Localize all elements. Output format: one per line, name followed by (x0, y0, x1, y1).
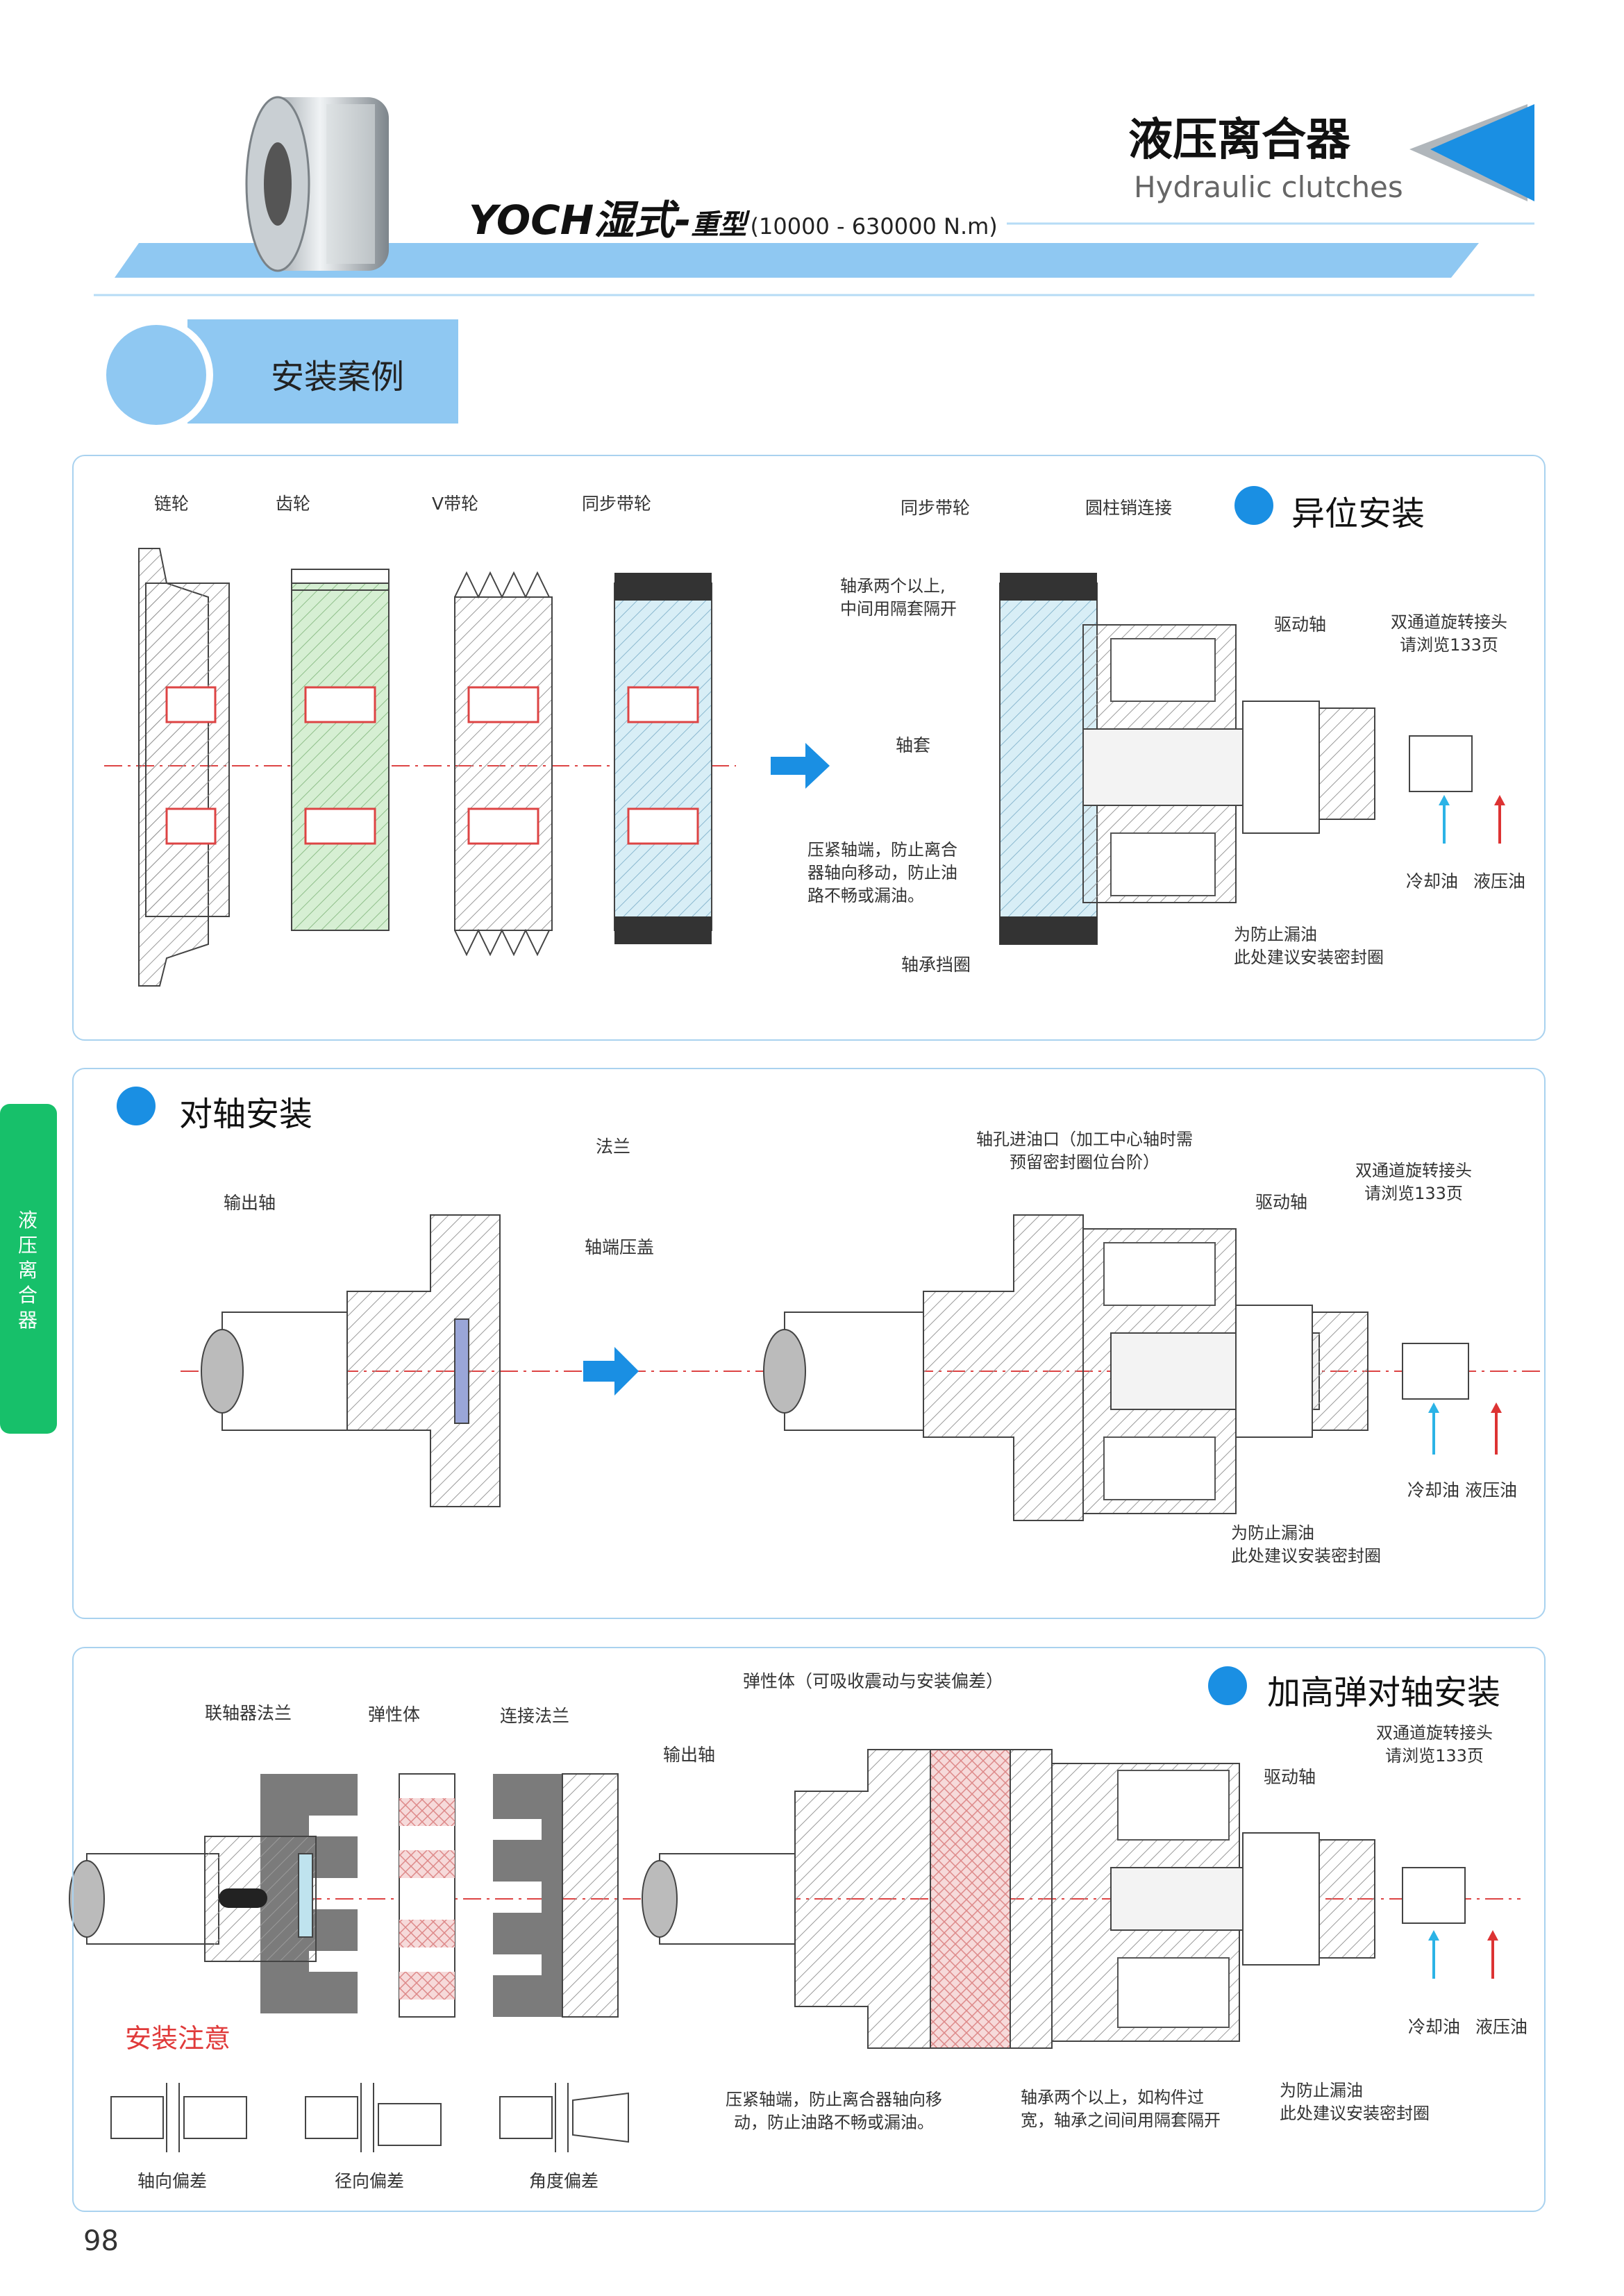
label-timing-belt-right: 同步带轮 (901, 498, 971, 518)
label-angular: 角度偏差 (529, 2171, 599, 2191)
panel2-drawings (181, 1214, 1541, 1521)
label-rotary-joint: 双通道旋转接头 请浏览133页 (1391, 612, 1507, 655)
label-connect-flange: 连接法兰 (500, 1706, 570, 1726)
series-name: YOCH湿式- (469, 196, 692, 244)
clutch-product-image (245, 96, 389, 272)
header-title-cn: 液压离合器 (1128, 115, 1350, 166)
panel3-drawings (69, 1749, 1521, 2152)
label-bearing-ring: 轴承挡圈 (901, 955, 971, 975)
label-cooling-oil: 冷却油 (1406, 871, 1459, 891)
panel3-bullet (1208, 1666, 1247, 1705)
label-bearing-note-3: 轴承两个以上，如构件过 宽，轴承之间间用隔套隔开 (1021, 2088, 1221, 2130)
label-rotary-joint-2: 双通道旋转接头 请浏览133页 (1355, 1161, 1472, 1203)
label-axial: 轴向偏差 (137, 2171, 208, 2191)
label-drive-shaft-3: 驱动轴 (1264, 1767, 1316, 1787)
panel-offset-install (72, 455, 1546, 1041)
label-coupling-flange: 联轴器法兰 (205, 1703, 292, 1723)
label-seal-note: 为防止漏油 此处建议安装密封圈 (1234, 925, 1384, 967)
panel2-title: 对轴安装 (179, 1095, 313, 1134)
label-drive-shaft: 驱动轴 (1274, 614, 1327, 635)
label-hydraulic-oil-3: 液压油 (1475, 2017, 1528, 2037)
label-sleeve: 轴套 (896, 735, 931, 755)
label-oils-2: 冷却油 液压油 (1407, 1480, 1517, 1500)
section-tab (99, 318, 458, 432)
side-tab (0, 1104, 57, 1434)
label-radial: 径向偏差 (335, 2171, 405, 2191)
panel1-drawings (104, 548, 1505, 987)
side-tab-label: 液压离合器 (18, 1209, 38, 1332)
label-gear: 齿轮 (276, 494, 311, 514)
label-elastomer: 弹性体（可吸收震动与安装偏差） (743, 1671, 1004, 1691)
label-hydraulic-oil: 液压油 (1473, 871, 1526, 891)
label-output-shaft: 输出轴 (224, 1193, 276, 1213)
label-press-note-3: 压紧轴端，防止离合器轴向移 动，防止油路不畅或漏油。 (726, 2090, 942, 2132)
panel1-bullet (1234, 486, 1273, 525)
label-elastic-body: 弹性体 (368, 1704, 421, 1725)
label-cooling-oil-3: 冷却油 (1408, 2017, 1461, 2037)
panel3-title: 加高弹对轴安装 (1267, 1673, 1501, 1712)
section-tab-label: 安装案例 (271, 358, 405, 396)
panel1-title: 异位安装 (1291, 494, 1425, 533)
page-number: 98 (83, 2225, 119, 2257)
label-press-note: 压紧轴端，防止离合 器轴向移动，防止油 路不畅或漏油。 (807, 840, 957, 905)
label-output-shaft-3: 输出轴 (663, 1745, 716, 1765)
label-vbelt: V带轮 (432, 494, 479, 514)
label-seal-note-2: 为防止漏油 此处建议安装密封圈 (1231, 1523, 1381, 1566)
install-notice: 安装注意 (125, 2023, 231, 2054)
label-rotary-joint-3: 双通道旋转接头 请浏览133页 (1376, 1723, 1493, 1766)
panel-raised-elastic-install (72, 1647, 1546, 2212)
panel-coaxial-install (72, 1068, 1546, 1619)
header-band (94, 222, 1534, 296)
label-drive-shaft-2: 驱动轴 (1255, 1192, 1308, 1212)
label-pin: 圆柱销连接 (1085, 498, 1173, 518)
series-type: 重型 (691, 209, 747, 241)
label-oil-inlet: 轴孔进油口（加工中心轴时需 预留密封圈位台阶） (976, 1130, 1193, 1172)
label-bearing-note: 轴承两个以上, 中间用隔套隔开 (840, 576, 957, 619)
panel2-bullet (117, 1087, 156, 1125)
header-triangle (1409, 104, 1534, 201)
header-title-en: Hydraulic clutches (1134, 170, 1403, 204)
label-flange: 法兰 (596, 1137, 631, 1157)
label-end-cap: 轴端压盖 (585, 1237, 655, 1257)
header-series-line: YOCH湿式-重型 (10000 - 630000 N.m) (469, 187, 998, 246)
torque-range: (10000 - 630000 N.m) (750, 213, 998, 240)
label-seal-note-3: 为防止漏油 此处建议安装密封圈 (1280, 2081, 1430, 2123)
label-timing-belt: 同步带轮 (582, 494, 652, 514)
label-chain: 链轮 (154, 494, 190, 514)
